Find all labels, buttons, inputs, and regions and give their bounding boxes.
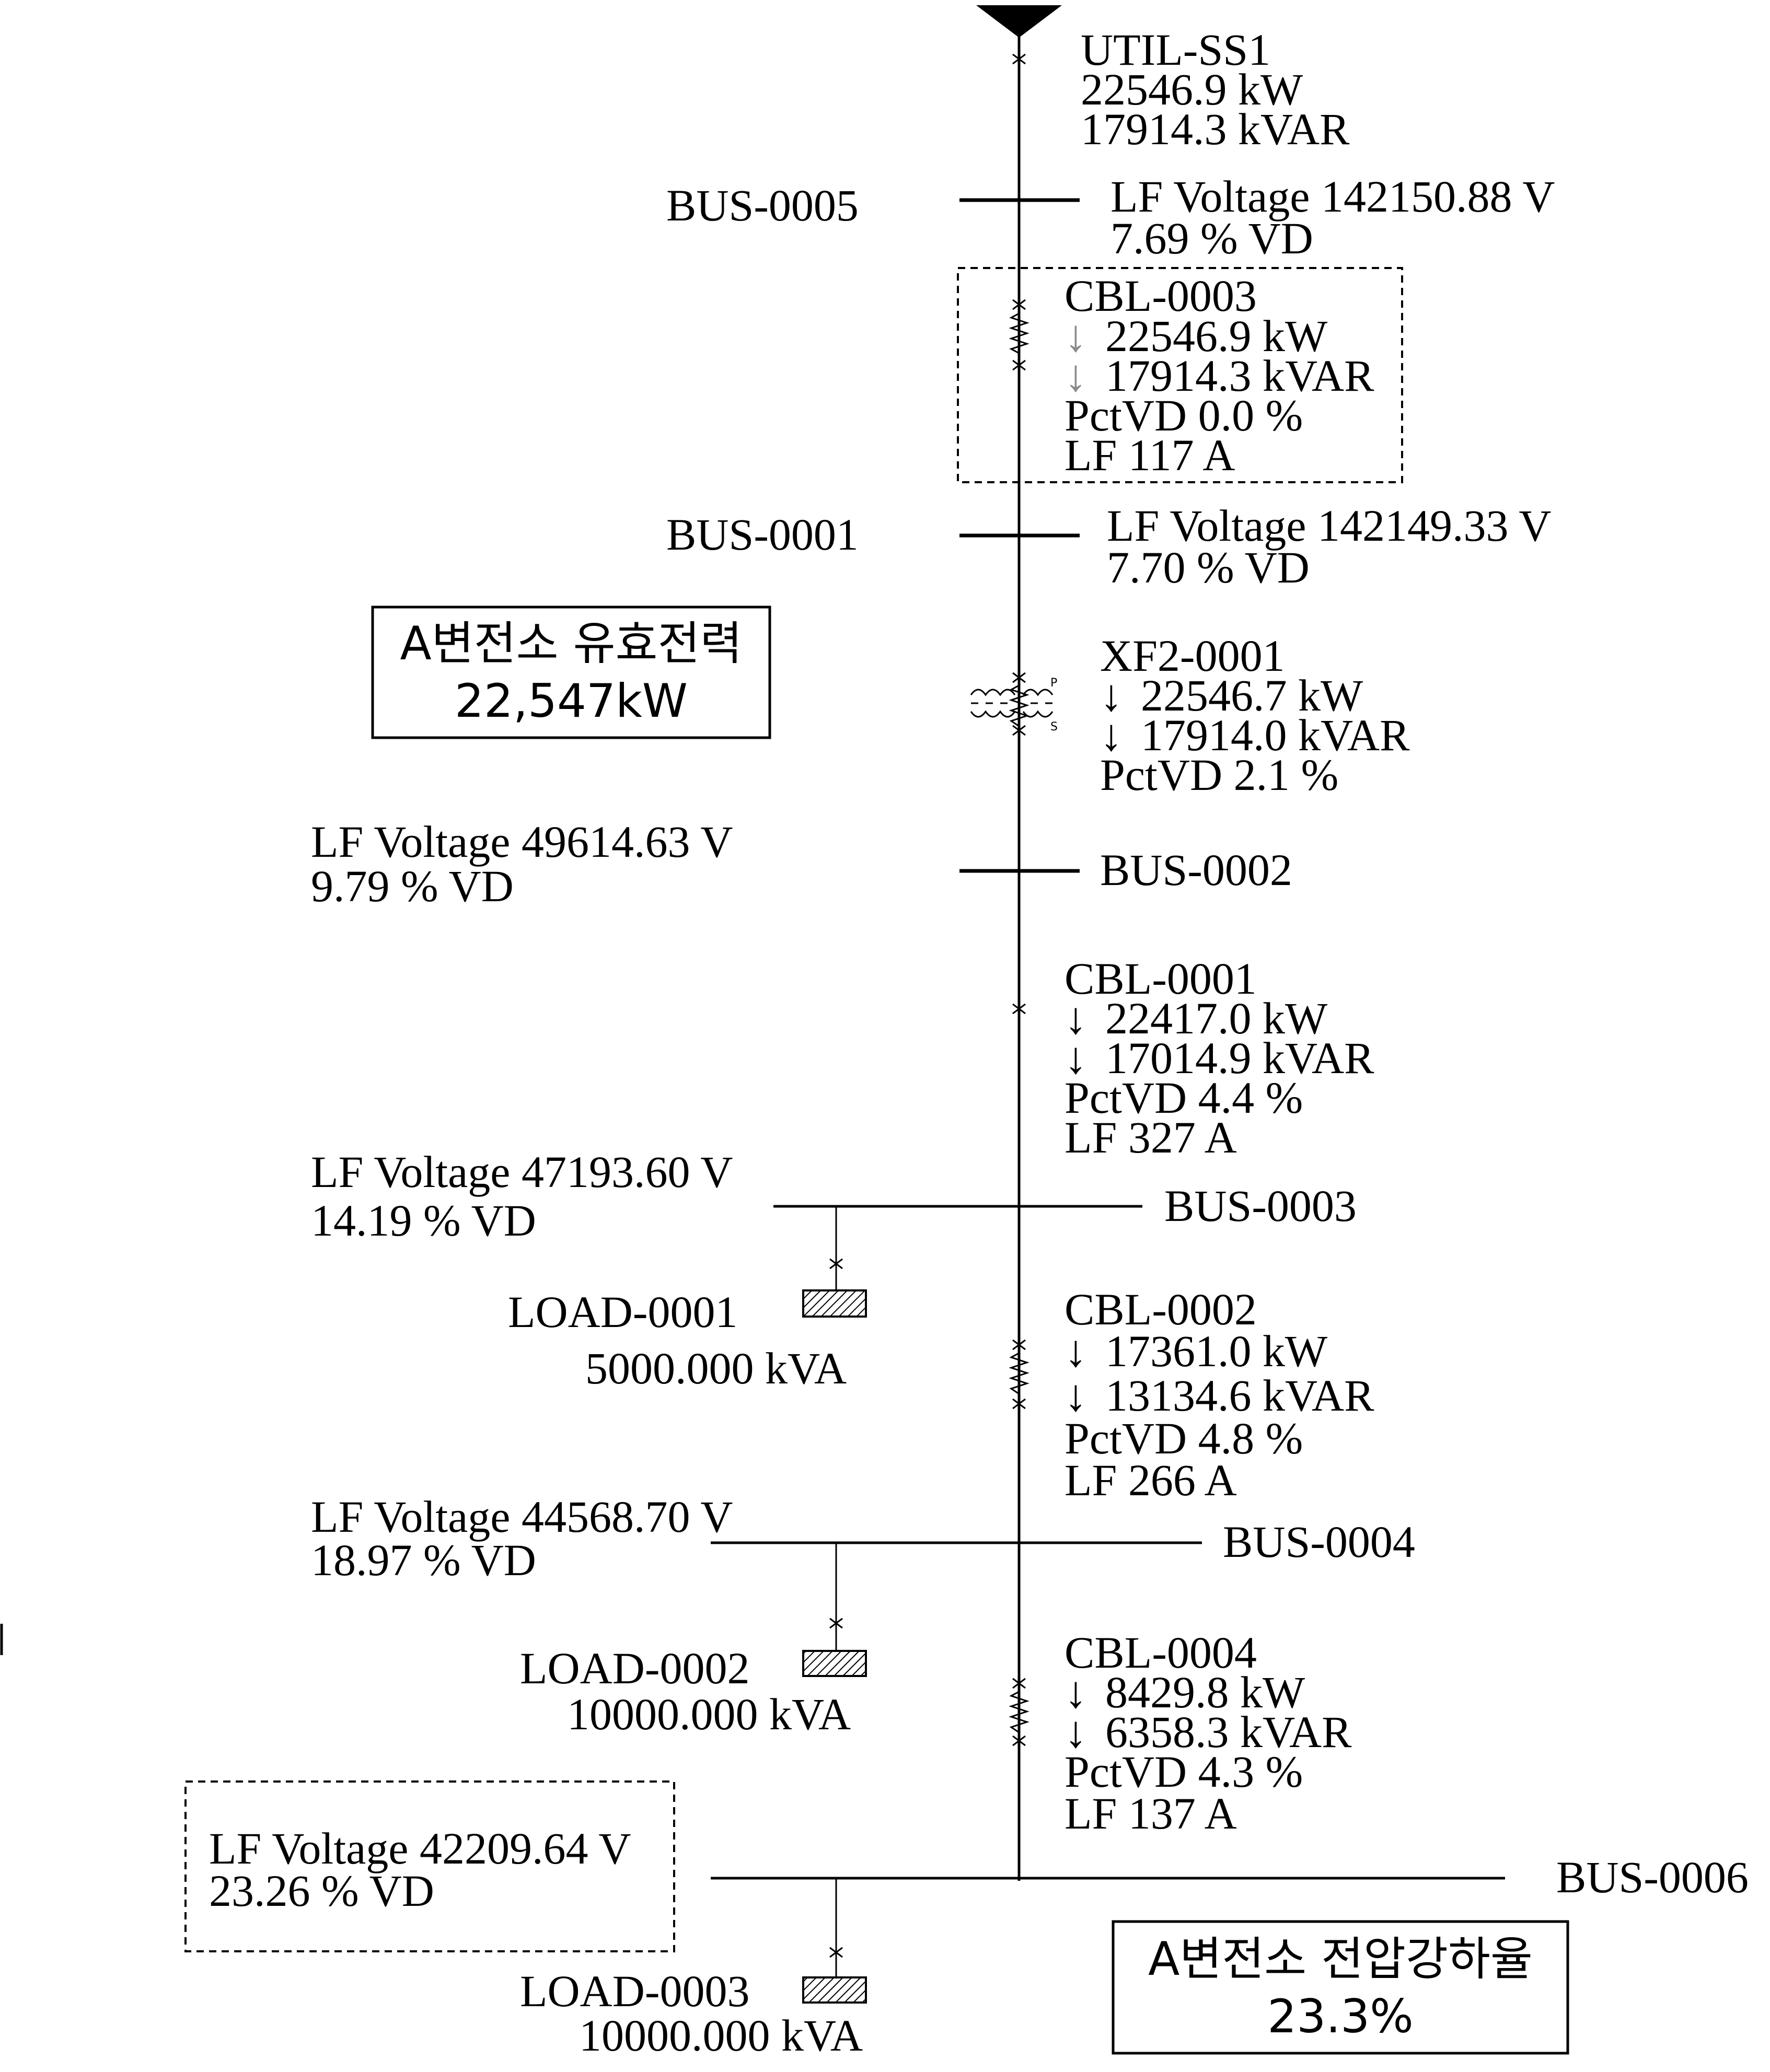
xf2-0001-kvar: 17914.0 kVAR [1141, 710, 1410, 760]
bus-0003-voltage: LF Voltage 47193.60 V [311, 1147, 733, 1197]
cbl-0004-lf: LF 137 A [1065, 1788, 1237, 1838]
breaker-marks [1012, 53, 1026, 1747]
bus-0002-voltage: LF Voltage 49614.63 V [311, 817, 733, 867]
xf2-0001-name: XF2-0001 [1100, 631, 1285, 681]
cbl-0001-kvar: 17014.9 kVAR [1105, 1033, 1374, 1083]
cbl-0001-kw-arrow: ↓ [1065, 993, 1087, 1043]
cbl-0002-kw-arrow: ↓ [1065, 1326, 1087, 1376]
bus-0001-vd: 7.70 % VD [1107, 542, 1310, 592]
cbl-0002-name: CBL-0002 [1065, 1284, 1257, 1334]
cable-symbol-cbl-0003[interactable] [1009, 306, 1029, 362]
cbl-0001-kvar-arrow: ↓ [1065, 1033, 1087, 1083]
xf2-0001-kw-arrow: ↓ [1100, 670, 1123, 720]
vd-note-title: A변전소 전압강하율 [1148, 1932, 1533, 1986]
load-0001-name: LOAD-0001 [508, 1287, 738, 1337]
cbl-0004-kvar-arrow: ↓ [1065, 1707, 1087, 1757]
bus-0004-vd: 18.97 % VD [311, 1535, 536, 1585]
load-0001-kva: 5000.000 kVA [585, 1343, 847, 1393]
cbl-0003-lf: LF 117 A [1065, 430, 1235, 480]
load-symbol-0002[interactable] [802, 1650, 867, 1677]
cbl-0002-lf: LF 266 A [1065, 1455, 1237, 1505]
cbl-0003-kw-arrow: ↓ [1065, 311, 1087, 361]
bus-0003-name: BUS-0003 [1164, 1181, 1357, 1231]
cbl-0001-kw: 22417.0 kW [1105, 993, 1327, 1043]
cbl-0004-name: CBL-0004 [1065, 1627, 1257, 1678]
bus-0005-name: BUS-0005 [666, 180, 859, 230]
cbl-0001-pctvd: PctVD 4.4 % [1065, 1073, 1303, 1123]
cbl-0004-kw: 8429.8 kW [1105, 1667, 1305, 1717]
load-branch-0002 [802, 1543, 867, 1677]
cable-symbol-cbl-0002[interactable] [1009, 1347, 1029, 1395]
load-0003-kva: 10000.000 kVA [579, 2010, 863, 2061]
cbl-0002-kw: 17361.0 kW [1105, 1326, 1327, 1376]
bus-0005-vd: 7.69 % VD [1110, 213, 1313, 263]
xf2-0001-pctvd: PctVD 2.1 % [1100, 750, 1338, 800]
utility-name: UTIL-SS1 [1081, 25, 1270, 75]
voltage-drop-note-box [1112, 1920, 1569, 2055]
cbl-0002-kvar-arrow: ↓ [1065, 1370, 1087, 1421]
bus-0003-vd: 14.19 % VD [311, 1195, 536, 1245]
power-note-value: 22,547kW [455, 674, 688, 728]
cbl-0001-name: CBL-0001 [1065, 953, 1257, 1004]
load-0002-kva: 10000.000 kVA [567, 1689, 851, 1739]
load-0002-name: LOAD-0002 [520, 1643, 750, 1693]
transformer-secondary-mark: S [1050, 720, 1058, 734]
load-symbol-0001[interactable] [802, 1289, 867, 1318]
utility-kw: 22546.9 kW [1081, 64, 1303, 114]
bus-0002-name: BUS-0002 [1100, 845, 1292, 895]
power-note-box [371, 606, 771, 739]
cbl-0003-kvar-arrow: ↓ [1065, 351, 1087, 401]
cbl-0003-kvar: 17914.3 kVAR [1105, 351, 1374, 401]
bus-0006-name: BUS-0006 [1556, 1852, 1749, 1902]
power-note-title: A변전소 유효전력 [400, 616, 743, 670]
xf2-0001-kw: 22546.7 kW [1141, 670, 1363, 720]
cbl-0004-kvar: 6358.3 kVAR [1105, 1707, 1352, 1757]
bus-0006-vd: 23.26 % VD [209, 1866, 434, 1916]
utility-kvar: 17914.3 kVAR [1081, 104, 1350, 154]
transformer-symbol[interactable] [970, 689, 1054, 718]
cbl-0003-pctvd: PctVD 0.0 % [1065, 390, 1303, 440]
load-0003-name: LOAD-0003 [520, 1966, 750, 2016]
cbl-0003-name: CBL-0003 [1065, 271, 1257, 321]
bus-0004-name: BUS-0004 [1223, 1517, 1415, 1567]
cbl-0001-lf: LF 327 A [1065, 1112, 1237, 1162]
bus-0002-vd: 9.79 % VD [311, 861, 514, 911]
vd-note-value: 23.3% [1267, 1989, 1414, 2043]
load-symbol-0003[interactable] [802, 1976, 867, 2004]
load-branch-0001 [802, 1206, 867, 1318]
cable-symbol-cbl-0004[interactable] [1009, 1685, 1029, 1733]
bus-0006-label-selection-box [184, 1780, 675, 1952]
cbl-0004-pctvd: PctVD 4.3 % [1065, 1747, 1303, 1797]
bus-0005-voltage: LF Voltage 142150.88 V [1110, 171, 1555, 222]
bus-0001-name: BUS-0001 [666, 509, 859, 560]
cbl-0002-kvar: 13134.6 kVAR [1105, 1370, 1374, 1421]
cbl-0003-selection-box [957, 267, 1403, 483]
transformer-primary-mark: P [1050, 677, 1057, 690]
bus-0006-voltage: LF Voltage 42209.64 V [209, 1823, 631, 1873]
bus-0004-voltage: LF Voltage 44568.70 V [311, 1492, 733, 1542]
xf2-0001-kvar-arrow: ↓ [1100, 710, 1123, 760]
cbl-0002-pctvd: PctVD 4.8 % [1065, 1413, 1303, 1463]
cable-symbol-cbl-0001[interactable] [1009, 679, 1029, 727]
bus-0001-voltage: LF Voltage 142149.33 V [1107, 500, 1552, 551]
cbl-0003-kw: 22546.9 kW [1105, 311, 1327, 361]
cbl-0004-kw-arrow: ↓ [1065, 1667, 1087, 1717]
load-branch-0003 [802, 1878, 867, 2004]
